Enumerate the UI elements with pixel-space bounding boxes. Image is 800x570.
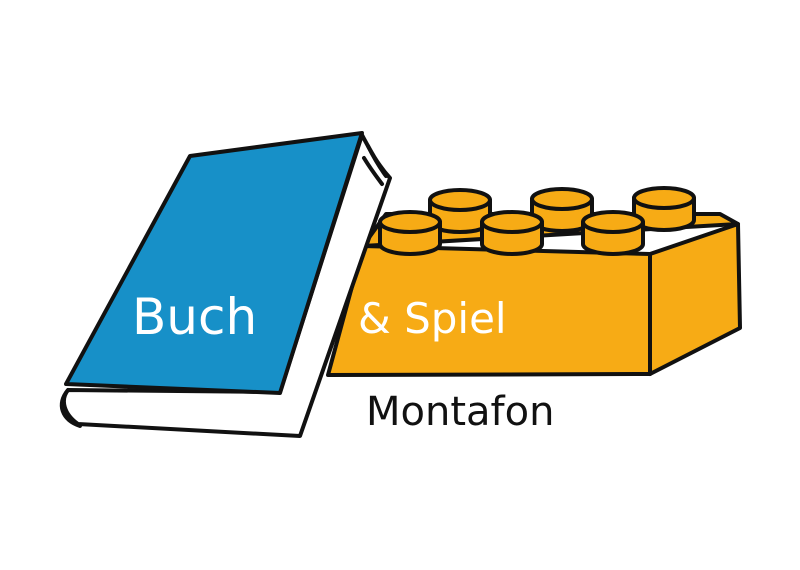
book-page-edge (362, 156, 384, 186)
game-word: & Spiel (358, 294, 507, 343)
brick-side-face (648, 222, 742, 376)
lego-brick: & Spiel (326, 186, 742, 377)
brick-stud (428, 188, 492, 234)
book-word: Buch (132, 288, 257, 346)
book-spine-curve (59, 388, 82, 428)
book-cover (64, 131, 364, 395)
brick-stud (480, 210, 544, 256)
brick-stud (581, 210, 645, 256)
brick-stud (378, 210, 442, 256)
brick-front-face (326, 244, 652, 377)
book-page-edge (366, 144, 388, 178)
book: Buch (59, 131, 392, 438)
location-text: Montafon (366, 389, 554, 435)
